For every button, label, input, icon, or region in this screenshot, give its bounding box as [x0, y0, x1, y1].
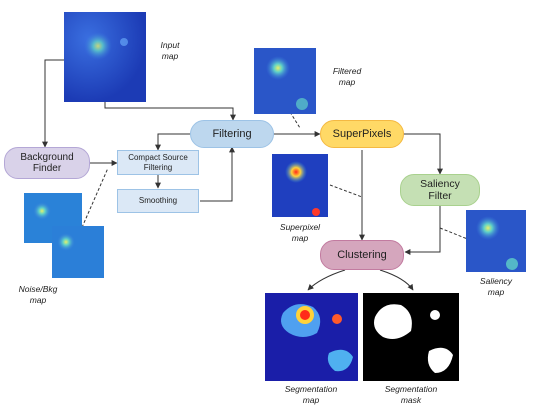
background-finder-node: Background Finder: [4, 147, 90, 179]
clustering-label: Clustering: [337, 248, 387, 261]
connectors: [42, 59, 443, 291]
superpixel-map-caption: Superpixel map: [279, 222, 321, 243]
segmentation-mask-image: [363, 293, 459, 381]
saliency-filter-label-1: Saliency: [420, 177, 460, 190]
arrow-saliency-to-clustering: [404, 206, 441, 255]
filtering-label: Filtering: [212, 127, 252, 140]
noise-bkg-map-image-front: [52, 226, 104, 278]
segmentation-mask-caption: Segmentation mask: [384, 384, 438, 405]
segmentation-map-image: [265, 293, 358, 381]
compact-source-filtering-node: Compact Source Filtering: [117, 150, 199, 175]
compact-label-1: Compact Source: [128, 153, 188, 163]
compact-label-2: Filtering: [143, 162, 173, 172]
filtered-map-caption: Filtered map: [332, 66, 362, 87]
saliency-filter-label-2: Filter: [428, 190, 452, 202]
arrow-clustering-to-segmask: [379, 269, 414, 291]
saliency-filter-node: Saliency Filter: [400, 174, 480, 206]
arrow-superpixels-to-saliency: [404, 133, 443, 175]
segmentation-map-caption: Segmentation map: [284, 384, 338, 405]
superpixels-label: SuperPixels: [332, 127, 392, 140]
arrow-input-to-background: [42, 59, 68, 148]
saliency-map-image: [466, 210, 526, 272]
arrow-smoothing-to-filtering: [200, 146, 235, 202]
smoothing-label: Smoothing: [138, 196, 178, 206]
smoothing-node: Smoothing: [117, 189, 199, 213]
filtered-map-image: [254, 48, 316, 114]
arrow-filtering-to-compact: [155, 133, 190, 151]
filtering-node: Filtering: [190, 120, 274, 148]
background-finder-label-1: Background: [20, 151, 74, 163]
dashed-links: [79, 111, 471, 241]
arrow-clustering-to-segmap: [307, 269, 346, 291]
clustering-node: Clustering: [320, 240, 404, 270]
noise-bkg-map-caption: Noise/Bkg map: [18, 284, 58, 305]
superpixels-node: SuperPixels: [320, 120, 404, 148]
saliency-map-caption: Saliency map: [479, 276, 513, 297]
background-finder-label-2: Finder: [32, 163, 62, 174]
arrow-input-to-filtering: [104, 102, 236, 121]
input-map-caption: Input map: [160, 40, 180, 61]
input-map-image: [64, 12, 146, 102]
superpixel-map-image: [272, 154, 328, 217]
